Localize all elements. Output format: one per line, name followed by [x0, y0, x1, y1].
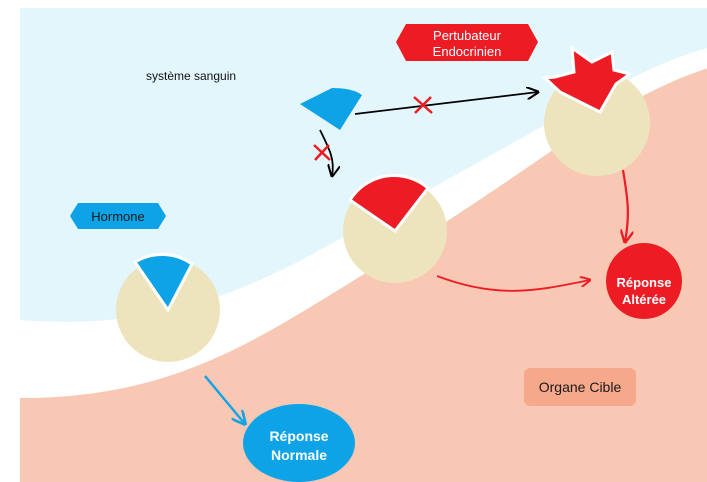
hormone-to-disruptor-arrow	[354, 92, 538, 115]
svg-text:Hormone: Hormone	[91, 209, 144, 224]
svg-text:Altérée: Altérée	[622, 292, 666, 307]
svg-text:Réponse: Réponse	[269, 428, 328, 444]
svg-text:Normale: Normale	[271, 447, 327, 463]
hormone-label: Hormone	[70, 203, 166, 229]
disruptor-label: Pertubateur Endocrinien	[396, 24, 538, 61]
target-organ-label: Organe Cible	[524, 368, 636, 406]
normal-receptor-to-normal-arrow	[204, 375, 245, 424]
normal-response-node: Réponse Normale	[243, 404, 355, 482]
disruptor-molecule-bound	[541, 44, 634, 114]
svg-text:Pertubateur: Pertubateur	[433, 28, 502, 43]
hormone-molecule	[300, 88, 362, 130]
blood-system-label: système sanguin	[146, 69, 236, 83]
red-cross-icon	[313, 144, 331, 161]
receptor-cell-disrupted	[541, 44, 650, 176]
altered-response-node: Réponse Altérée	[606, 243, 682, 319]
svg-text:Organe Cible: Organe Cible	[539, 379, 622, 395]
disruptor-bound	[347, 173, 431, 234]
blocked-receptor-to-altered-arrow	[436, 275, 590, 292]
red-cross-icon	[413, 96, 433, 114]
hormone-bound	[132, 252, 194, 313]
svg-text:Endocrinien: Endocrinien	[433, 44, 502, 59]
disrupted-receptor-to-altered-arrow	[623, 169, 628, 242]
hormone-to-receptor-arrow	[319, 129, 333, 176]
receptor-cell-blocked	[343, 173, 447, 283]
svg-text:Réponse: Réponse	[617, 275, 672, 290]
receptor-cell-normal	[116, 252, 220, 362]
